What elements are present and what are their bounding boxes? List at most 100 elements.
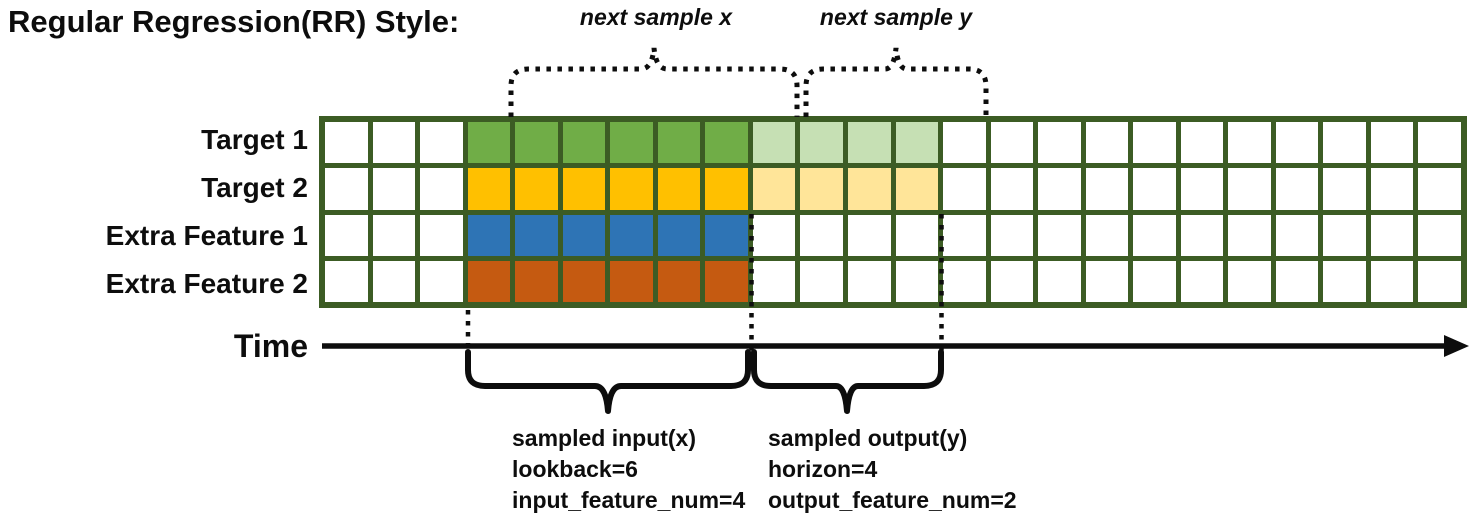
- grid-cell: [1085, 214, 1129, 256]
- grid-cell: [657, 260, 701, 302]
- grid-cell: [657, 168, 701, 210]
- grid-cell: [800, 168, 843, 210]
- time-arrow: [322, 335, 1469, 357]
- grid-cell: [1228, 122, 1271, 164]
- row-labels: Target 1 Target 2 Extra Feature 1 Extra Fea…: [0, 116, 308, 308]
- grid-cell: [847, 214, 891, 256]
- grid-cell: [705, 260, 748, 302]
- time-axis-label: Time: [233, 328, 308, 364]
- grid-cell: [943, 260, 986, 302]
- grid-cell: [1180, 122, 1224, 164]
- grid-cell: [800, 122, 843, 164]
- grid-cell: [562, 168, 606, 210]
- grid-cell: [1228, 168, 1271, 210]
- grid-cell: [705, 168, 748, 210]
- grid-cell: [325, 260, 368, 302]
- grid-cell: [1085, 122, 1129, 164]
- grid-cell: [943, 122, 986, 164]
- grid-cell: [1275, 168, 1319, 210]
- grid-cell: [847, 122, 891, 164]
- grid-cell: [562, 214, 606, 256]
- grid-cell: [847, 168, 891, 210]
- grid-cell: [562, 122, 606, 164]
- grid-cell: [1228, 260, 1271, 302]
- next-sample-y-label: next sample y: [819, 4, 973, 30]
- note-line: output_feature_num=2: [768, 487, 1017, 513]
- grid-cell: [610, 214, 653, 256]
- sampled-input-brace: [465, 349, 751, 414]
- grid-cell: [515, 260, 558, 302]
- grid-cell: [1085, 168, 1129, 210]
- next-sample-y-brace: [803, 47, 989, 117]
- note-line: input_feature_num=4: [512, 487, 746, 513]
- grid-cell: [372, 260, 416, 302]
- next-sample-x-label: next sample x: [579, 4, 733, 30]
- note-line: sampled input(x): [512, 425, 697, 451]
- grid-cell: [1418, 168, 1461, 210]
- row-label: Target 1: [201, 124, 308, 155]
- grid-cell: [1275, 122, 1319, 164]
- grid-cell: [610, 122, 653, 164]
- grid-cell: [1038, 214, 1081, 256]
- grid-cell: [705, 214, 748, 256]
- grid-cell: [420, 260, 463, 302]
- grid-cell: [1323, 168, 1366, 210]
- grid-cell: [1133, 260, 1176, 302]
- grid-cell: [420, 214, 463, 256]
- grid-cell: [1323, 122, 1366, 164]
- grid-cell: [800, 260, 843, 302]
- grid-cell: [515, 168, 558, 210]
- grid-cell: [943, 214, 986, 256]
- grid-cell: [372, 122, 416, 164]
- grid-cell: [1133, 168, 1176, 210]
- grid-cell: [705, 122, 748, 164]
- sampled-input-note: sampled input(x) lookback=6 input_feature_…: [512, 423, 745, 516]
- grid-cell: [515, 214, 558, 256]
- grid-cell: [847, 260, 891, 302]
- timeseries-grid: [319, 116, 1467, 308]
- grid-cell: [895, 214, 939, 256]
- grid-cell: [1370, 214, 1414, 256]
- row-label: Extra Feature 1: [105, 220, 308, 251]
- grid-cell: [1275, 260, 1319, 302]
- grid-cell: [657, 122, 701, 164]
- grid-cell: [990, 260, 1034, 302]
- grid-cell: [1370, 168, 1414, 210]
- grid-cell: [1418, 260, 1461, 302]
- grid-cell: [420, 168, 463, 210]
- grid-cell: [752, 168, 796, 210]
- grid-cell: [372, 168, 416, 210]
- grid-cell: [1133, 214, 1176, 256]
- next-sample-x-brace: [508, 47, 800, 117]
- grid-cell: [1370, 260, 1414, 302]
- grid-cell: [895, 260, 939, 302]
- grid-cell: [895, 122, 939, 164]
- sampled-output-brace: [751, 349, 944, 414]
- grid-cell: [1180, 168, 1224, 210]
- grid-cell: [1038, 260, 1081, 302]
- grid-cell: [420, 122, 463, 164]
- note-line: lookback=6: [512, 456, 638, 482]
- grid-cell: [325, 168, 368, 210]
- grid-cell: [610, 260, 653, 302]
- grid-cell: [1228, 214, 1271, 256]
- note-line: horizon=4: [768, 456, 878, 482]
- grid-cell: [325, 122, 368, 164]
- grid-cell: [990, 122, 1034, 164]
- grid-cell: [990, 168, 1034, 210]
- grid-cell: [752, 214, 796, 256]
- grid-cell: [895, 168, 939, 210]
- grid-cell: [1038, 122, 1081, 164]
- row-label: Extra Feature 2: [105, 268, 308, 299]
- grid-cell: [990, 214, 1034, 256]
- row-label: Target 2: [201, 172, 308, 203]
- grid-cell: [800, 214, 843, 256]
- grid-cell: [1180, 214, 1224, 256]
- grid-cell: [752, 260, 796, 302]
- grid-cell: [1133, 122, 1176, 164]
- grid-cell: [562, 260, 606, 302]
- grid-cell: [657, 214, 701, 256]
- grid-cell: [610, 168, 653, 210]
